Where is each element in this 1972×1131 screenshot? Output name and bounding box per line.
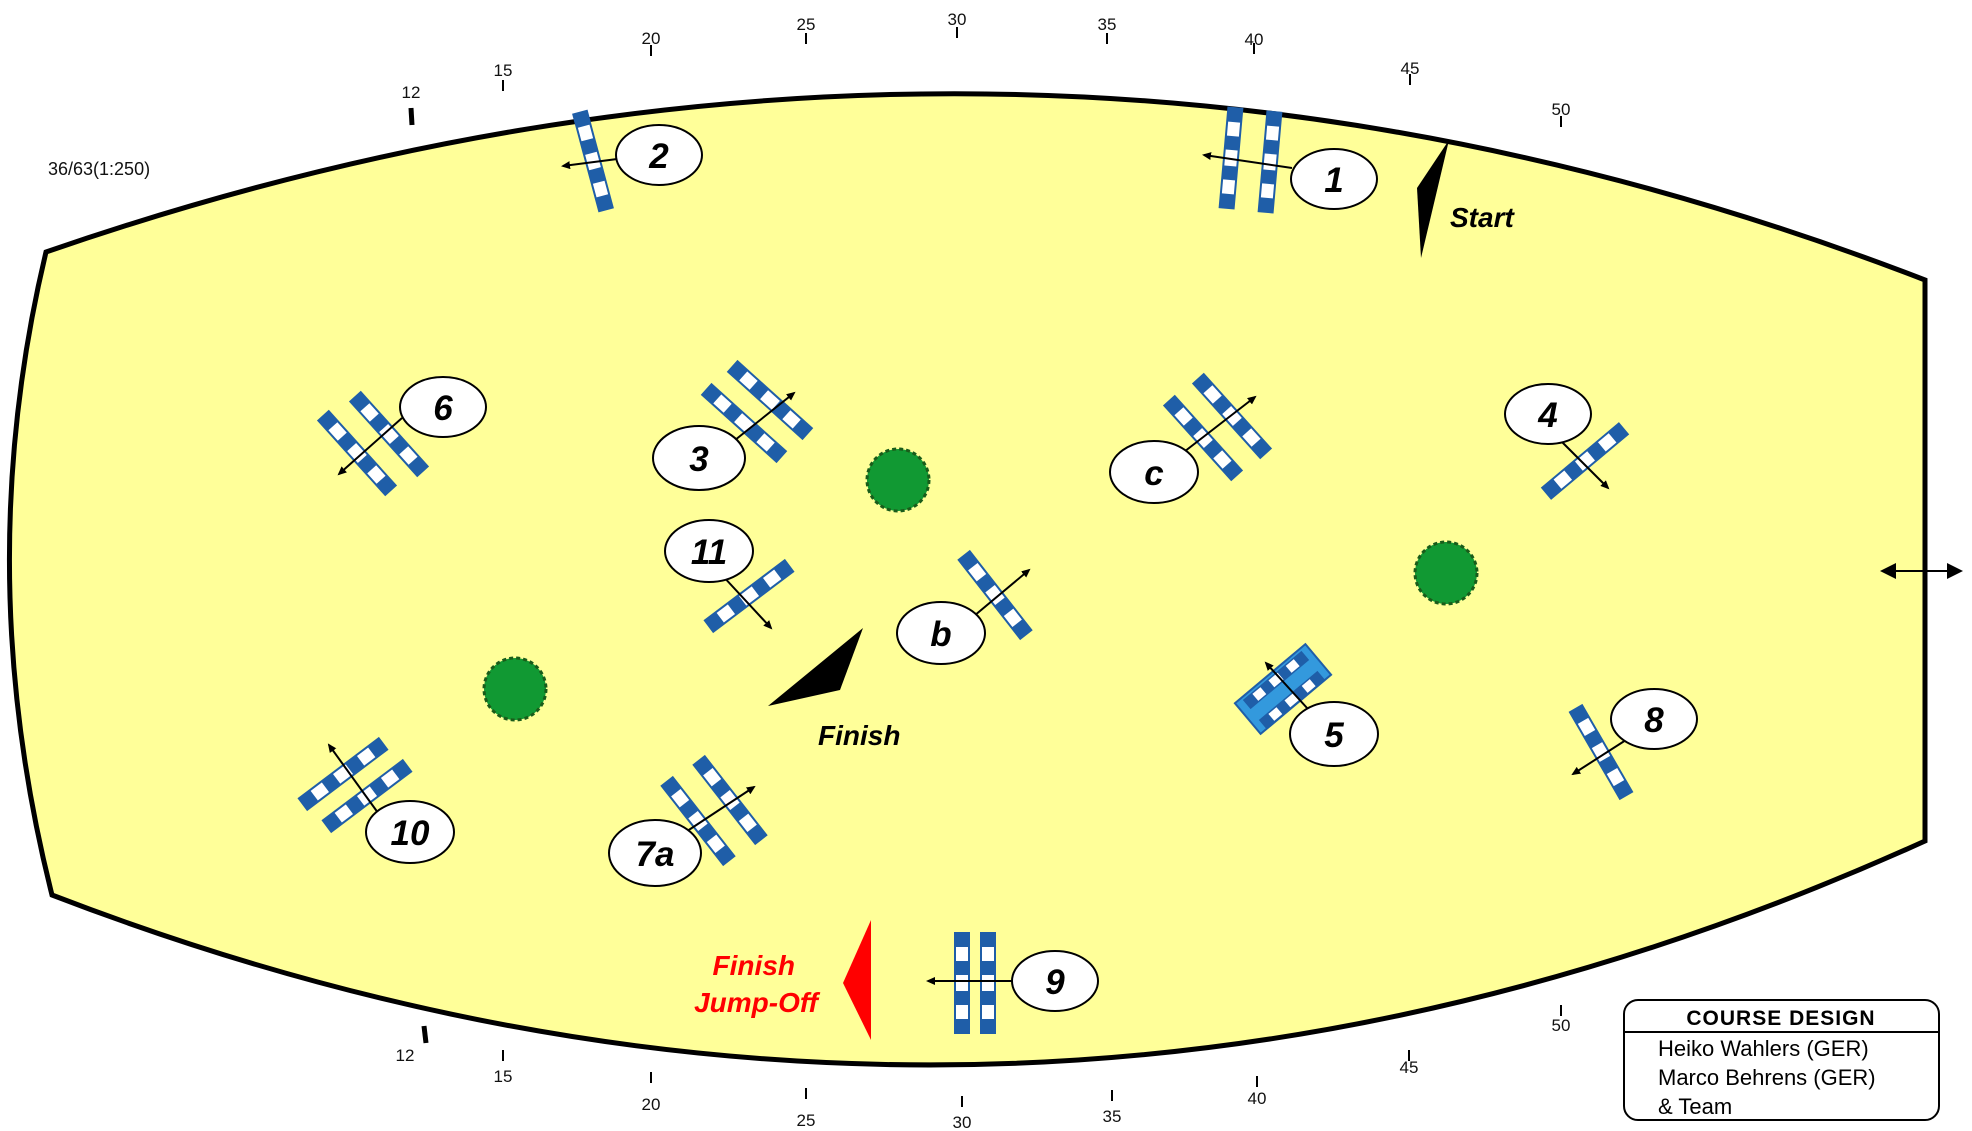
- label-3: 3: [652, 425, 746, 491]
- obstacle-9: [926, 932, 1012, 1034]
- tick-top-12: 12: [402, 83, 421, 102]
- label-6: 5 6: [399, 376, 487, 438]
- label-c: c: [1109, 440, 1199, 504]
- svg-text:11: 11: [691, 533, 727, 572]
- obstacle-c: [1163, 373, 1272, 481]
- tick-top-25: 25: [797, 15, 816, 34]
- course-design-title: COURSE DESIGN: [1686, 1007, 1875, 1030]
- svg-text:7a: 7a: [636, 835, 675, 874]
- svg-text:9: 9: [1045, 963, 1065, 1002]
- tick-bottom-35: 35: [1103, 1107, 1122, 1126]
- svg-text:3: 3: [689, 440, 709, 479]
- label-4: 4: [1504, 383, 1592, 445]
- start-flag: [1417, 140, 1449, 258]
- tree-icon: [482, 656, 548, 722]
- label-11: 11: [664, 519, 754, 583]
- svg-text:8: 8: [1644, 701, 1664, 740]
- tick-top-45: 45: [1401, 59, 1420, 78]
- tick-bottom-45: 45: [1400, 1058, 1419, 1077]
- finish-label: Finish: [818, 720, 900, 751]
- label-7a: 7a: [608, 819, 702, 887]
- tick-top-20: 20: [642, 29, 661, 48]
- finish-jumpoff-label-line2: Jump-Off: [694, 987, 821, 1018]
- finish-flag: [768, 628, 863, 706]
- tree-icon: [1413, 540, 1479, 606]
- arena-outline: [7, 91, 1928, 1068]
- tick-bottom-40: 40: [1248, 1089, 1267, 1108]
- finish-jumpoff-label-line1: Finish: [713, 950, 795, 981]
- svg-text:6: 6: [433, 389, 453, 428]
- svg-text:b: b: [930, 615, 951, 654]
- tick-top-15: 15: [494, 61, 513, 80]
- credit-line-1: Heiko Wahlers (GER): [1658, 1036, 1869, 1061]
- svg-text:c: c: [1144, 454, 1163, 493]
- svg-text:10: 10: [391, 814, 430, 853]
- tree-icon: [865, 447, 931, 513]
- tick-bottom-12: 12: [396, 1046, 415, 1065]
- in-out-arrow: [1880, 563, 1963, 579]
- start-label: Start: [1450, 202, 1515, 233]
- credit-line-2: Marco Behrens (GER): [1658, 1065, 1876, 1090]
- course-design-box: COURSE DESIGN Heiko Wahlers (GER) Marco …: [1623, 999, 1940, 1121]
- svg-text:5: 5: [1324, 716, 1344, 755]
- scale-note: 36/63(1:250): [48, 159, 150, 179]
- credit-line-3: & Team: [1658, 1094, 1732, 1119]
- obstacle-b: [957, 550, 1033, 640]
- label-5: 5: [1289, 701, 1379, 767]
- label-10: 10: [365, 800, 455, 864]
- finish-jumpoff-flag: [843, 920, 871, 1040]
- label-b: b: [896, 601, 986, 665]
- obstacle-6: [317, 391, 429, 496]
- tick-bottom-15: 15: [494, 1067, 513, 1086]
- svg-text:2: 2: [648, 137, 669, 176]
- tick-top-30: 30: [948, 10, 967, 29]
- tick-top-35: 35: [1098, 15, 1117, 34]
- obstacle-11: [703, 559, 795, 633]
- label-9: 9: [1011, 950, 1099, 1012]
- tick-bottom-50: 50: [1552, 1016, 1571, 1035]
- tick-top-40: 40: [1245, 30, 1264, 49]
- tick-top-50: 50: [1552, 100, 1571, 119]
- obstacle-1: [1202, 106, 1293, 214]
- obstacle-2: [561, 109, 626, 213]
- tick-bottom-20: 20: [642, 1095, 661, 1114]
- label-8: 8: [1610, 688, 1698, 750]
- tick-bottom-25: 25: [797, 1111, 816, 1130]
- tick-bottom-30: 30: [953, 1113, 972, 1131]
- svg-text:1: 1: [1324, 161, 1343, 200]
- svg-text:4: 4: [1537, 396, 1557, 435]
- label-2: 2: [615, 124, 703, 186]
- label-1: 1: [1290, 148, 1378, 210]
- obstacle-10: [297, 737, 413, 833]
